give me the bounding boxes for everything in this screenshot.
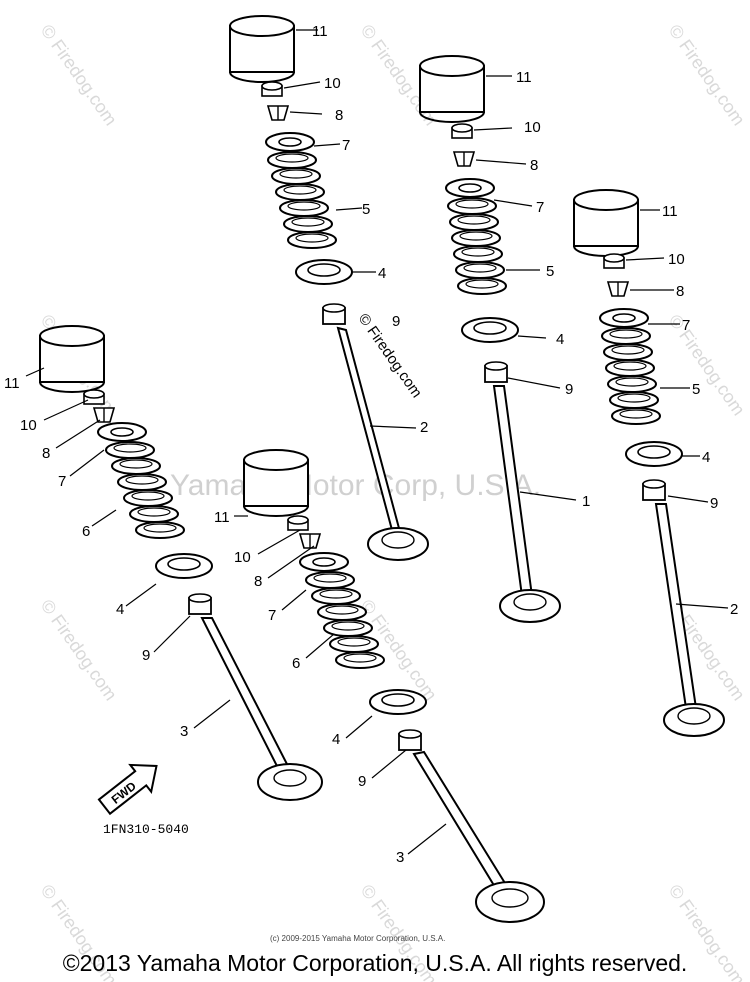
spring-seat [295,259,353,285]
valve-head [475,881,545,923]
watermark-site: © Firedog.com [37,596,121,704]
valve-retainer [299,552,349,572]
label-cotter: 8 [530,157,538,174]
stem-seal [484,361,508,383]
adjusting-pad [451,123,473,139]
stem-seal [188,593,212,615]
valve-retainer [97,422,147,442]
label-seal: 9 [565,381,573,398]
label-retainer: 7 [536,199,544,216]
valve-assembly-d: 11 10 8 7 6 4 9 3 [4,325,323,801]
watermark-center: Yamaha Motor Corp, U.S.A. [170,469,541,502]
adjusting-pad [603,253,625,269]
valve-stem [200,617,292,774]
label-lifter: 11 [4,375,20,392]
label-valve: 3 [180,723,188,740]
label-valve: 3 [396,849,404,866]
label-seat: 4 [702,449,710,466]
diagram-part-code: 1FN310-5040 [103,822,189,837]
label-spring: 5 [362,201,370,218]
label-lifter: 11 [662,203,678,220]
label-retainer: 7 [58,473,66,490]
valve-stem [654,503,698,709]
valve-lifter [243,449,309,517]
valve-cotter [93,407,115,423]
valve-cotter [607,281,629,297]
watermark-site: © Firedog.com [37,21,121,129]
stem-seal [642,479,666,501]
spring-seat [461,317,519,343]
label-cotter: 8 [335,107,343,124]
label-pad: 10 [324,75,341,92]
label-retainer: 7 [682,317,690,334]
valve-assembly-e: 11 10 8 7 6 4 9 3 [214,449,545,923]
label-seat: 4 [332,731,340,748]
adjusting-pad [261,81,283,97]
label-spring: 6 [82,523,90,540]
label-cotter: 8 [42,445,50,462]
label-lifter: 11 [516,69,532,86]
label-seal: 9 [142,647,150,664]
stem-seal [322,303,346,325]
label-pad: 10 [668,251,685,268]
valve-spring [267,151,337,249]
label-seal: 9 [710,495,718,512]
label-cotter: 8 [254,573,262,590]
valve-lifter [39,325,105,393]
valve-spring [601,327,661,425]
label-retainer: 7 [268,607,276,624]
valve-lifter [573,189,639,257]
label-pad: 10 [234,549,251,566]
label-valve: 2 [730,601,738,618]
valve-retainer [445,178,495,198]
label-seat: 4 [116,601,124,618]
label-pad: 10 [20,417,37,434]
label-seat: 4 [556,331,564,348]
valve-head [367,527,429,561]
forward-arrow-icon: FWD [97,763,158,816]
spring-seat [369,689,427,715]
valve-head [663,703,725,737]
valve-assembly-a: 11 10 8 7 5 4 9 2 [229,15,429,561]
label-pad: 10 [524,119,541,136]
label-valve: 2 [420,419,428,436]
valve-stem [412,750,510,894]
valve-retainer [265,132,315,152]
label-seal: 9 [358,773,366,790]
valve-lifter [419,55,485,123]
adjusting-pad [83,389,105,405]
valve-spring [447,197,507,295]
watermark-site-dark: © Firedog.com [355,311,425,402]
label-cotter: 8 [676,283,684,300]
label-lifter: 11 [312,23,328,40]
label-spring: 6 [292,655,300,672]
valve-lifter [229,15,295,83]
watermark-site: © Firedog.com [665,311,749,419]
spring-seat [155,553,213,579]
stem-seal [398,729,422,751]
valve-cotter [453,151,475,167]
spring-seat [625,441,683,467]
label-spring: 5 [692,381,700,398]
valve-head [257,763,323,801]
label-retainer: 7 [342,137,350,154]
label-seal: 9 [392,313,400,330]
label-lifter: 11 [214,509,230,526]
small-copyright-text: (c) 2009-2015 Yamaha Motor Corporation, … [270,934,446,943]
copyright-footer: ©2013 Yamaha Motor Corporation, U.S.A. A… [62,950,688,976]
label-seat: 4 [378,265,386,282]
watermark-site: © Firedog.com [665,21,749,129]
adjusting-pad [287,515,309,531]
valve-cotter [299,533,321,549]
label-spring: 5 [546,263,554,280]
valve-retainer [599,308,649,328]
label-valve: 1 [582,493,590,510]
valve-assembly-b: 11 10 8 7 5 4 9 1 [419,55,590,623]
valve-assembly-c: 11 10 8 7 5 4 9 2 [573,189,738,737]
valve-head [499,589,561,623]
valve-cotter [267,105,289,121]
